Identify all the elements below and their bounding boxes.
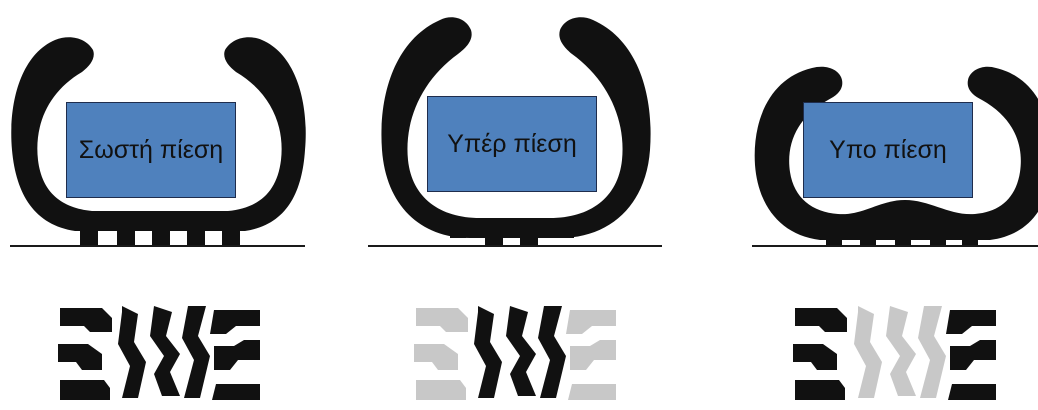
tread-pattern-correct bbox=[58, 306, 260, 400]
tire-correct-pressure bbox=[10, 37, 306, 400]
label-correct-pressure-text: Σωστή πίεση bbox=[78, 136, 224, 164]
label-under-pressure: Υπο πίεση bbox=[803, 102, 973, 198]
label-correct-pressure: Σωστή πίεση bbox=[66, 102, 236, 198]
tread-blocks-over bbox=[450, 228, 574, 246]
tread-blocks-under bbox=[826, 224, 978, 246]
label-under-pressure-text: Υπο πίεση bbox=[829, 136, 947, 164]
tread-pattern-under bbox=[793, 306, 996, 400]
tread-blocks-correct bbox=[80, 228, 240, 246]
tire-profile-correct bbox=[11, 37, 306, 232]
tread-pattern-over bbox=[414, 306, 616, 400]
tire-profile-under bbox=[754, 66, 1038, 240]
label-over-pressure-text: Υπέρ πίεση bbox=[447, 130, 577, 158]
label-over-pressure: Υπέρ πίεση bbox=[427, 96, 597, 192]
tire-over-pressure bbox=[368, 17, 662, 400]
tire-under-pressure bbox=[752, 66, 1038, 400]
